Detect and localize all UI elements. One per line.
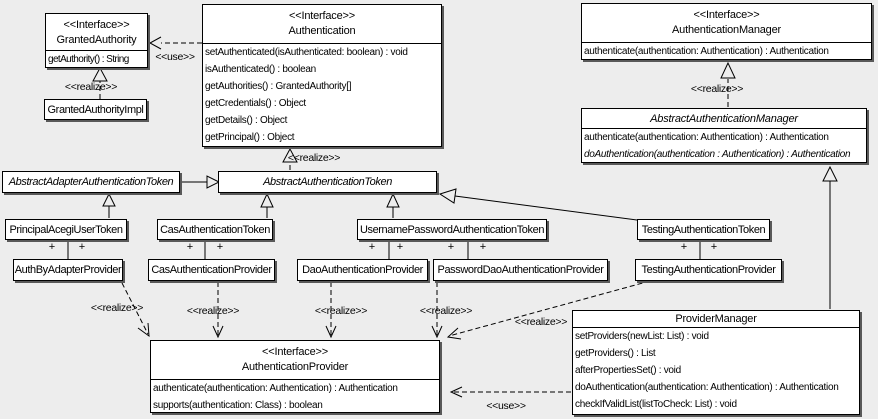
method-label: supports(authentication: Class) : boolea… — [153, 400, 323, 411]
triangle-arrowhead — [720, 61, 736, 79]
open-arrowhead — [137, 322, 150, 338]
plus-marker: + — [48, 241, 56, 253]
generalization-edge-testing-token — [454, 195, 638, 221]
class-username-password-authentication-token[interactable]: UsernamePasswordAuthenticationToken — [357, 219, 547, 240]
open-arrowhead — [325, 325, 337, 339]
realize-label: <<realize>> — [186, 305, 240, 317]
open-arrowhead — [431, 325, 443, 339]
class-authentication-provider[interactable]: <<Interface>> AuthenticationProvider aut… — [150, 340, 440, 413]
plus-marker: + — [368, 241, 376, 253]
method-label: setAuthenticated(isAuthenticated: boolea… — [205, 47, 408, 58]
method-label: isAuthenticated() : boolean — [205, 64, 316, 75]
plus-marker: + — [710, 241, 718, 253]
class-name: CasAuthenticationProvider — [151, 264, 272, 276]
method-label: setProviders(newList: List) : void — [575, 331, 709, 342]
class-name: ProviderManager — [675, 313, 757, 325]
method-label: getAuthority() : String — [48, 54, 129, 65]
method-label: afterPropertiesSet() : void — [575, 365, 681, 376]
open-arrowhead — [212, 325, 224, 339]
method-label: getDetails() : Object — [205, 115, 288, 126]
method-label: authenticate(authentication: Authenticat… — [153, 383, 398, 394]
class-name: TestingAuthenticationToken — [641, 223, 766, 236]
realize-edge-authbyadapterprovider — [121, 282, 149, 335]
class-name: PrincipalAcegiUserToken — [9, 223, 123, 236]
method-label: authenticate(authentication: Authenticat… — [584, 132, 829, 143]
method-label: doAuthentication(authentication : Authen… — [584, 149, 851, 160]
class-name: UsernamePasswordAuthenticationToken — [359, 223, 545, 236]
realize-label: <<realize>> — [314, 305, 368, 317]
triangle-arrowhead — [386, 192, 400, 208]
method-label: authenticate(authentication: Authenticat… — [584, 46, 829, 57]
triangle-arrowhead — [260, 192, 274, 208]
triangle-arrowhead — [102, 192, 116, 207]
class-name: AuthenticationManager — [672, 24, 781, 36]
open-arrowhead — [446, 327, 462, 340]
plus-marker: + — [479, 241, 487, 253]
realize-edge-testingauthenticationprovider — [448, 280, 651, 337]
class-name: AbstractAuthenticationManager — [650, 112, 798, 125]
class-cas-authentication-token[interactable]: CasAuthenticationToken — [157, 219, 273, 240]
class-cas-authentication-provider[interactable]: CasAuthenticationProvider — [148, 259, 275, 281]
plus-marker: + — [447, 241, 455, 253]
realize-label: <<realize>> — [690, 83, 744, 95]
realize-label: <<realize>> — [287, 152, 341, 164]
plus-marker: + — [396, 241, 404, 253]
open-arrowhead — [449, 386, 463, 398]
stereotype-label: <<Interface>> — [262, 346, 328, 358]
class-authentication[interactable]: <<Interface>> Authentication setAuthenti… — [202, 4, 442, 147]
plus-marker: + — [78, 241, 86, 253]
class-abstract-authentication-manager[interactable]: AbstractAuthenticationManager authentica… — [581, 108, 867, 163]
triangle-arrowhead — [92, 66, 108, 82]
class-name: TestingAuthenticationProvider — [641, 264, 776, 276]
class-name: AuthByAdapterProvider — [14, 264, 122, 276]
class-auth-by-adapter-provider[interactable]: AuthByAdapterProvider — [13, 259, 123, 281]
triangle-arrowhead — [822, 165, 838, 182]
class-dao-authentication-provider[interactable]: DaoAuthenticationProvider — [297, 259, 428, 281]
method-label: getCredentials() : Object — [205, 98, 306, 109]
class-abstract-authentication-token[interactable]: AbstractAuthenticationToken — [218, 171, 437, 193]
use-label: <<use>> — [155, 51, 195, 63]
class-name: DaoAuthenticationProvider — [302, 264, 423, 276]
class-testing-authentication-token[interactable]: TestingAuthenticationToken — [637, 219, 770, 240]
plus-marker: + — [216, 241, 224, 253]
method-label: doAuthentication(authentication: Authent… — [575, 382, 839, 393]
stereotype-label: <<Interface>> — [693, 9, 760, 21]
realize-label: <<realize>> — [64, 81, 118, 93]
stereotype-label: <<Interface>> — [63, 19, 130, 31]
class-name: PasswordDaoAuthenticationProvider — [437, 264, 604, 276]
triangle-arrowhead — [206, 175, 221, 189]
triangle-arrowhead — [282, 147, 298, 163]
class-name: Authentication — [288, 25, 356, 37]
realize-label: <<realize>> — [90, 302, 144, 314]
class-abstract-adapter-authentication-token[interactable]: AbstractAdapterAuthenticationToken — [2, 171, 180, 193]
use-label: <<use>> — [486, 400, 526, 412]
class-name: AuthenticationProvider — [241, 361, 349, 373]
class-name: GrantedAuthorityImpl — [47, 103, 144, 116]
class-principal-acegi-user-token[interactable]: PrincipalAcegiUserToken — [5, 219, 127, 240]
class-password-dao-authentication-provider[interactable]: PasswordDaoAuthenticationProvider — [433, 259, 608, 281]
realize-label: <<realize>> — [514, 316, 568, 328]
method-label: getProviders() : List — [575, 348, 656, 359]
class-name: AbstractAdapterAuthenticationToken — [8, 176, 174, 188]
class-name: GrantedAuthority — [56, 34, 137, 46]
method-label: getPrincipal() : Object — [205, 132, 295, 143]
method-label: getAuthorities() : GrantedAuthority[] — [205, 81, 352, 92]
method-label: checkIfValidList(listToCheck: List) : vo… — [575, 399, 737, 410]
class-authentication-manager[interactable]: <<Interface>> AuthenticationManager auth… — [581, 3, 872, 60]
class-name: AbstractAuthenticationToken — [263, 176, 392, 188]
plus-marker: + — [680, 241, 688, 253]
open-arrowhead — [148, 36, 162, 50]
class-provider-manager[interactable]: ProviderManager setProviders(newList: Li… — [572, 310, 860, 415]
triangle-arrowhead — [438, 188, 457, 204]
plus-marker: + — [186, 241, 194, 253]
class-granted-authority-impl[interactable]: GrantedAuthorityImpl — [44, 99, 147, 120]
realize-label: <<realize>> — [419, 305, 473, 317]
class-granted-authority[interactable]: <<Interface>> GrantedAuthority getAuthor… — [45, 13, 148, 68]
class-testing-authentication-provider[interactable]: TestingAuthenticationProvider — [635, 259, 782, 281]
class-name: CasAuthenticationToken — [160, 223, 270, 236]
stereotype-label: <<Interface>> — [289, 10, 355, 22]
